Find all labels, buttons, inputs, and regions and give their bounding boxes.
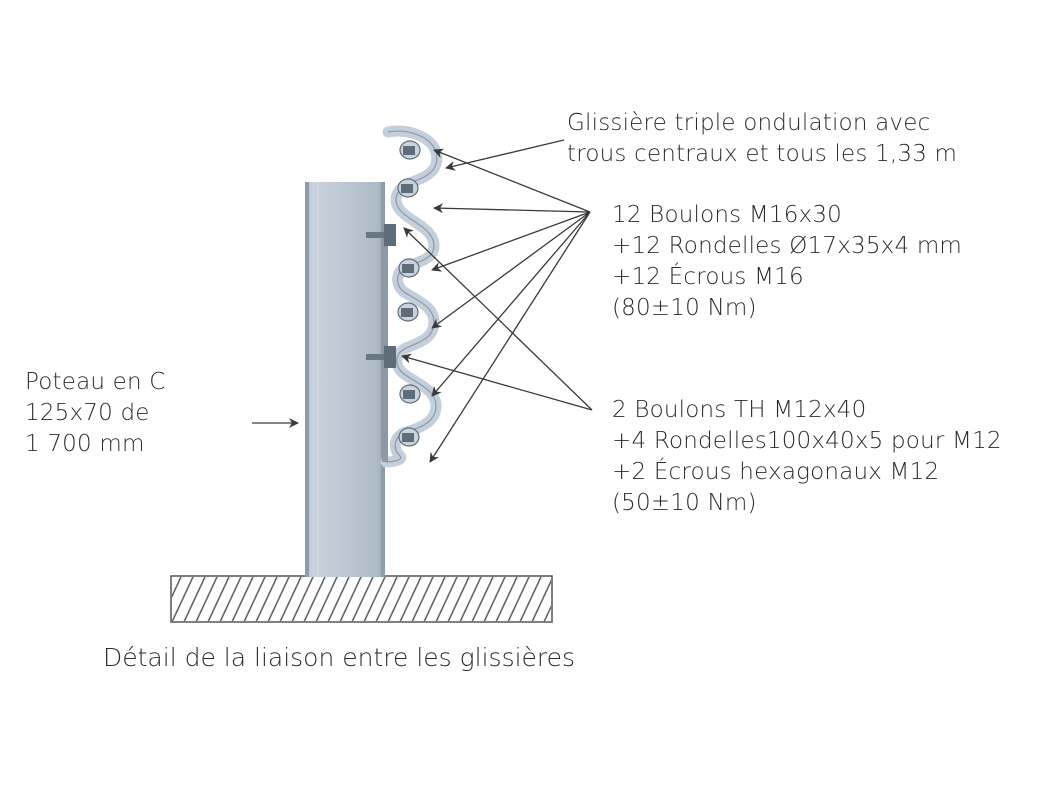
arrow-m16-5: [431, 211, 591, 397]
m16-bolts: [397, 140, 421, 447]
arrow-m16-1: [433, 148, 591, 213]
arrow-m12-1: [403, 227, 593, 411]
label-line: +2 Écrous hexagonaux M12: [612, 459, 940, 485]
bolt-m12: [366, 224, 396, 246]
diagram-caption: Détail de la liaison entre les glissière…: [103, 643, 576, 672]
label-line: 125x70 de: [25, 400, 150, 426]
label-line: (80±10 Nm): [612, 295, 757, 321]
label-line: 12 Boulons M16x30: [612, 202, 843, 228]
label-line: Glissière triple ondulation avec: [567, 110, 931, 136]
leader-arrows: [252, 139, 593, 463]
bolt-m16: [398, 258, 420, 278]
label-line: trous centraux et tous les 1,33 m: [567, 141, 958, 167]
label-line: 1 700 mm: [25, 431, 145, 457]
bolt-m16: [399, 384, 421, 404]
c-post: [305, 182, 385, 577]
arrow-m16-6: [429, 211, 591, 463]
m12-bolts: [366, 224, 396, 368]
label-line: +12 Écrous M16: [612, 264, 804, 290]
bolt-m16: [399, 140, 421, 160]
bolt-m12: [366, 346, 396, 368]
label-line: +12 Rondelles Ø17x35x4 mm: [612, 233, 963, 259]
bolt-m16: [398, 427, 420, 447]
label-line: +4 Rondelles100x40x5 pour M12: [612, 428, 1002, 454]
arrow-m16-4: [431, 211, 591, 329]
arrow-m16-3: [431, 211, 591, 272]
arrow-m12-2: [401, 353, 593, 411]
label-m12-bolts: 2 Boulons TH M12x40 +4 Rondelles100x40x5…: [612, 395, 1002, 519]
label-line: (50±10 Nm): [612, 490, 757, 516]
label-glissiere: Glissière triple ondulation avec trous c…: [567, 108, 957, 170]
label-poteau: Poteau en C 125x70 de 1 700 mm: [25, 367, 166, 460]
label-line: Poteau en C: [25, 369, 166, 395]
label-m16-bolts: 12 Boulons M16x30 +12 Rondelles Ø17x35x4…: [612, 200, 962, 324]
bolt-m16: [397, 178, 419, 198]
arrow-m16-2: [433, 203, 591, 214]
bolt-m16: [397, 302, 419, 322]
label-line: 2 Boulons TH M12x40: [612, 397, 867, 423]
ground-block: [170, 575, 553, 623]
arrow-glissiere: [445, 139, 565, 171]
